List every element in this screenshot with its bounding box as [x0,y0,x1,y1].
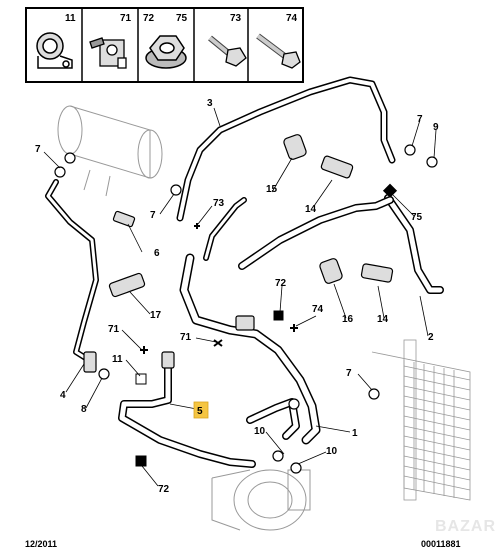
footer-reference-number: 00011881 [421,539,461,549]
watermark-logo: BAZAR [435,518,496,535]
callout-15: 15 [266,184,278,195]
spring-nut-clip-icon [89,37,127,69]
legend-ref-73: 73 [230,13,242,24]
marker-71b [213,339,223,347]
callout-10-left: 10 [254,426,266,437]
compressor [211,469,311,531]
callout-16: 16 [342,314,354,325]
leader-lines [43,107,437,487]
marker-75 [382,183,398,198]
callout-14-top: 14 [305,204,317,215]
callout-8: 8 [81,404,87,415]
callout-7-top: 7 [417,114,423,125]
condenser [371,339,471,501]
legend-ref-72: 72 [143,13,155,24]
callout-1: 1 [352,428,358,439]
callout-74: 74 [312,304,324,315]
hose-pipes [45,76,444,468]
marker-72b [135,455,147,467]
parts-legend: 11 71 72 75 73 74 [25,7,304,83]
receiver-dryer [57,105,163,197]
callout-72-top: 72 [275,278,287,289]
callout-71-left: 71 [108,324,120,335]
callout-71-mid: 71 [180,332,192,343]
callout-17: 17 [150,310,162,321]
marker-73 [194,223,200,229]
callout-7-left: 7 [35,144,41,155]
callout-6: 6 [154,248,160,259]
callout-14-bottom: 14 [377,314,389,325]
callout-labels: 3 7 9 7 15 7 73 14 75 6 72 16 14 17 2 74… [35,98,439,495]
legend-ref-71: 71 [120,13,132,24]
hex-bolt-icon [208,35,247,67]
legend-ref-74: 74 [286,13,298,24]
callout-3: 3 [207,98,213,109]
callout-7-mid: 7 [150,210,156,221]
callout-10-right: 10 [326,446,338,457]
long-bolt-icon [256,33,301,69]
callout-73: 73 [213,198,225,209]
callout-2: 2 [428,332,434,343]
flange-nut-icon [145,35,187,69]
callout-72-bottom: 72 [158,484,170,495]
legend-ref-11: 11 [65,13,76,24]
fittings [54,134,438,474]
legend-ref-75: 75 [176,13,188,24]
position-markers [135,183,398,467]
marker-74 [290,324,298,332]
marker-11 [135,373,147,385]
callout-9: 9 [433,122,439,133]
callout-4: 4 [60,390,66,401]
marker-72a [273,310,284,321]
callout-75: 75 [411,212,423,223]
callout-7-right: 7 [346,368,352,379]
callout-5: 5 [197,406,203,417]
marker-71a [140,346,148,354]
callout-11: 11 [112,354,123,365]
footer-date: 12/2011 [25,539,58,549]
pipe-clip-icon [36,32,73,69]
callout-5-highlight [193,401,209,419]
